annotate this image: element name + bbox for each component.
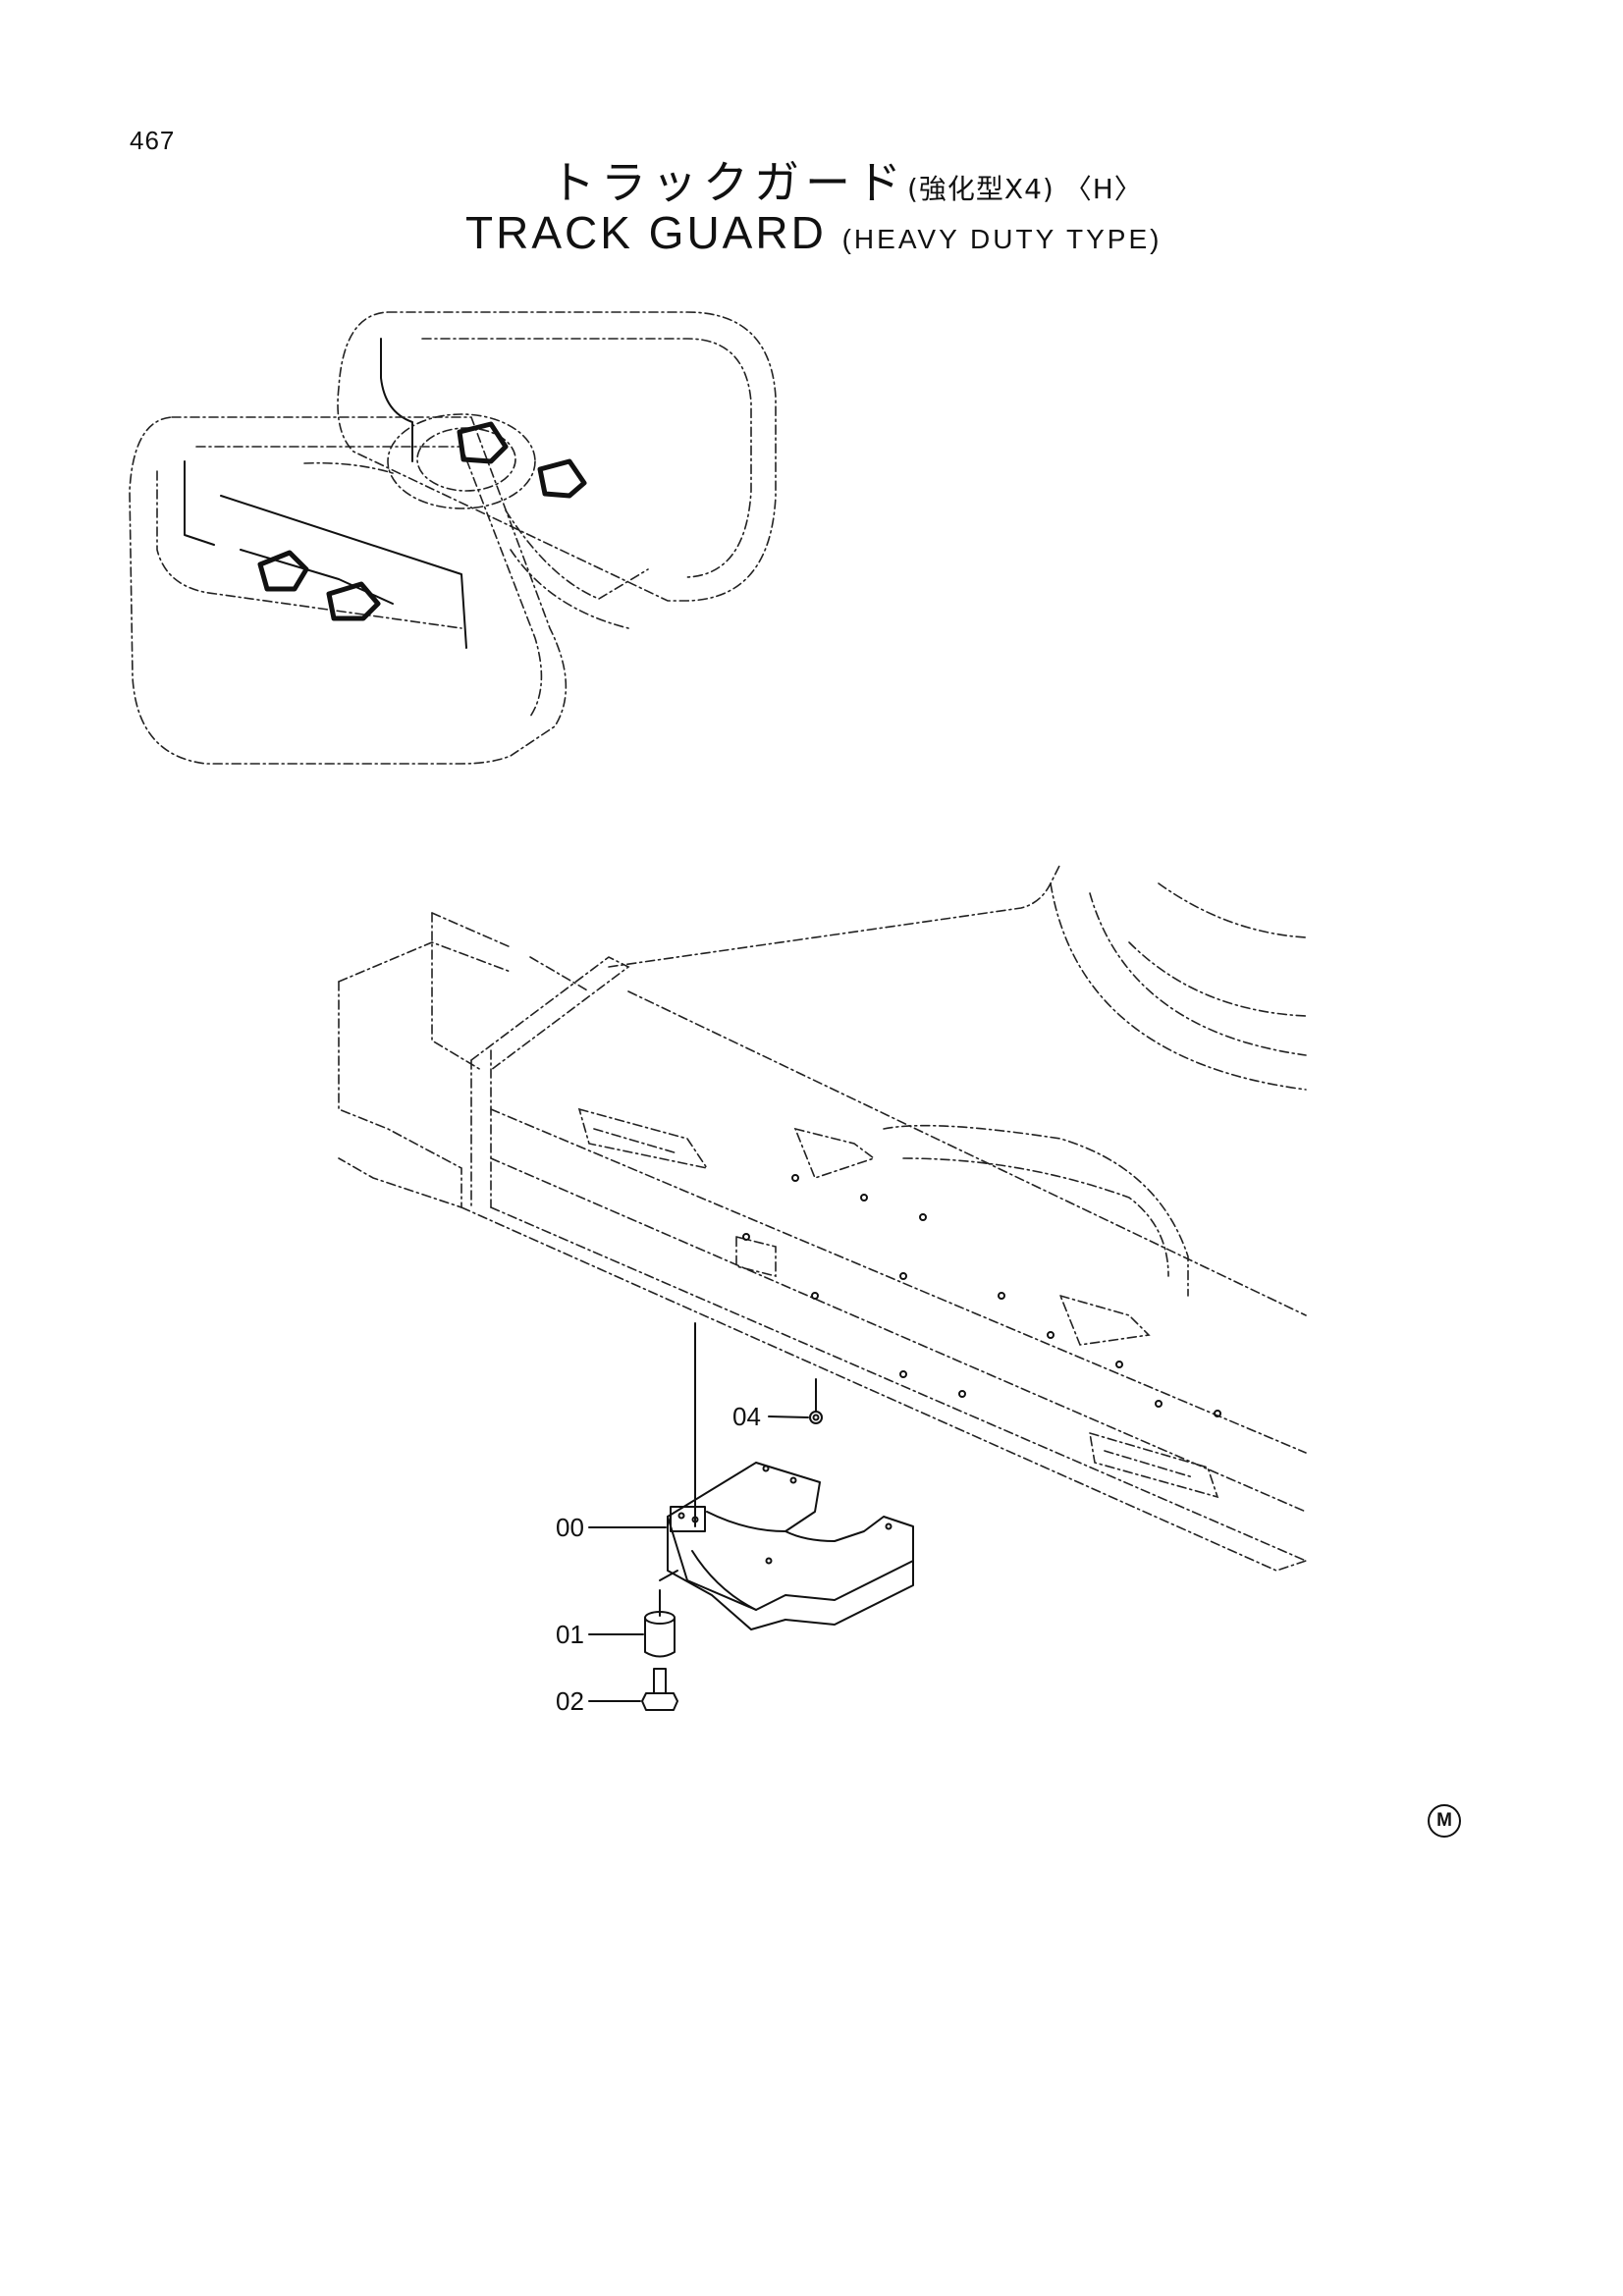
track-guard-part <box>667 1462 914 1630</box>
side-frame-detail <box>338 863 1307 1572</box>
page-number: 467 <box>130 126 176 155</box>
bolt-part <box>641 1668 678 1711</box>
assembly-line-collar <box>659 1570 678 1617</box>
callout-01: 01 <box>556 1620 584 1649</box>
title-japanese-sub: (強化型X4) 〈H〉 <box>907 173 1143 205</box>
title-english-sub: (HEAVY DUTY TYPE) <box>841 224 1163 254</box>
callout-00: 00 <box>556 1513 584 1542</box>
undercarriage-overview <box>129 311 777 765</box>
collar-part <box>644 1611 676 1658</box>
leader-line-04 <box>768 1415 809 1418</box>
title-english-main: TRACK GUARD <box>465 207 827 258</box>
callout-02: 02 <box>556 1686 584 1716</box>
title-japanese: トラックガード(強化型X4) 〈H〉 <box>550 147 1143 212</box>
title-english: TRACK GUARD (HEAVY DUTY TYPE) <box>465 206 1162 259</box>
corner-mark-icon: M <box>1428 1804 1461 1838</box>
nut-part <box>809 1411 823 1424</box>
title-japanese-main: トラックガード <box>550 156 907 209</box>
callout-04: 04 <box>732 1402 761 1431</box>
